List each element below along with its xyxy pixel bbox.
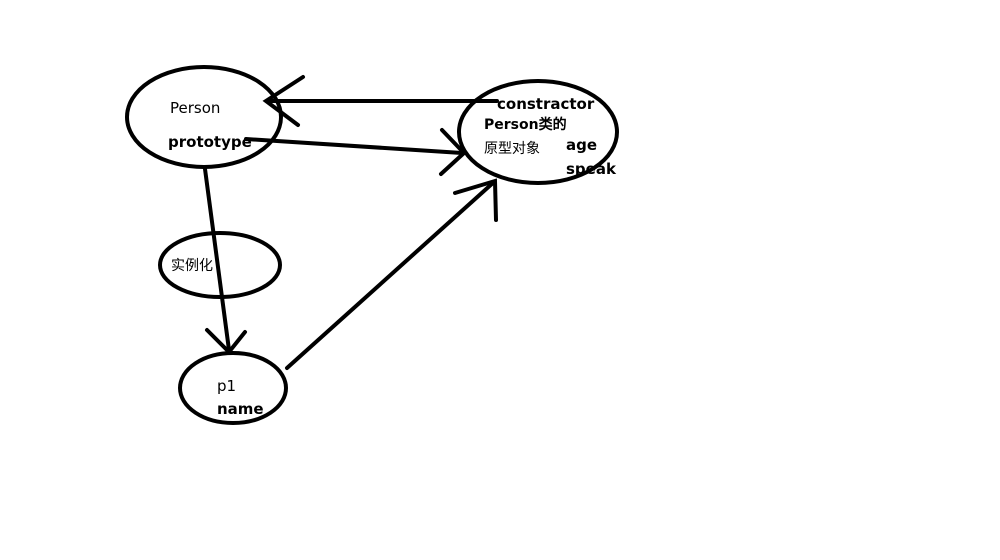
- constructor-label: constractor: [497, 95, 595, 113]
- instantiate-label: 实例化: [171, 258, 213, 274]
- arrow-constructor-to-person: [262, 75, 499, 127]
- person-prototype-label: prototype: [168, 133, 252, 151]
- arrow-prototype-to-object: [244, 128, 467, 176]
- prototype-object-node: [457, 79, 619, 185]
- person-node: [125, 65, 283, 169]
- person-title: Person: [170, 99, 220, 117]
- p1-title: p1: [217, 377, 236, 395]
- prototype-speak-label: speak: [566, 160, 617, 178]
- arrow-p1-to-object: [285, 178, 498, 370]
- prototype-age-label: age: [566, 136, 597, 154]
- prototype-object-title-line1: Person类的: [484, 116, 567, 133]
- p1-node: [178, 351, 288, 425]
- arrow-person-to-p1: [203, 167, 247, 355]
- p1-name-label: name: [217, 400, 264, 418]
- prototype-object-title-line2: 原型对象: [484, 141, 540, 157]
